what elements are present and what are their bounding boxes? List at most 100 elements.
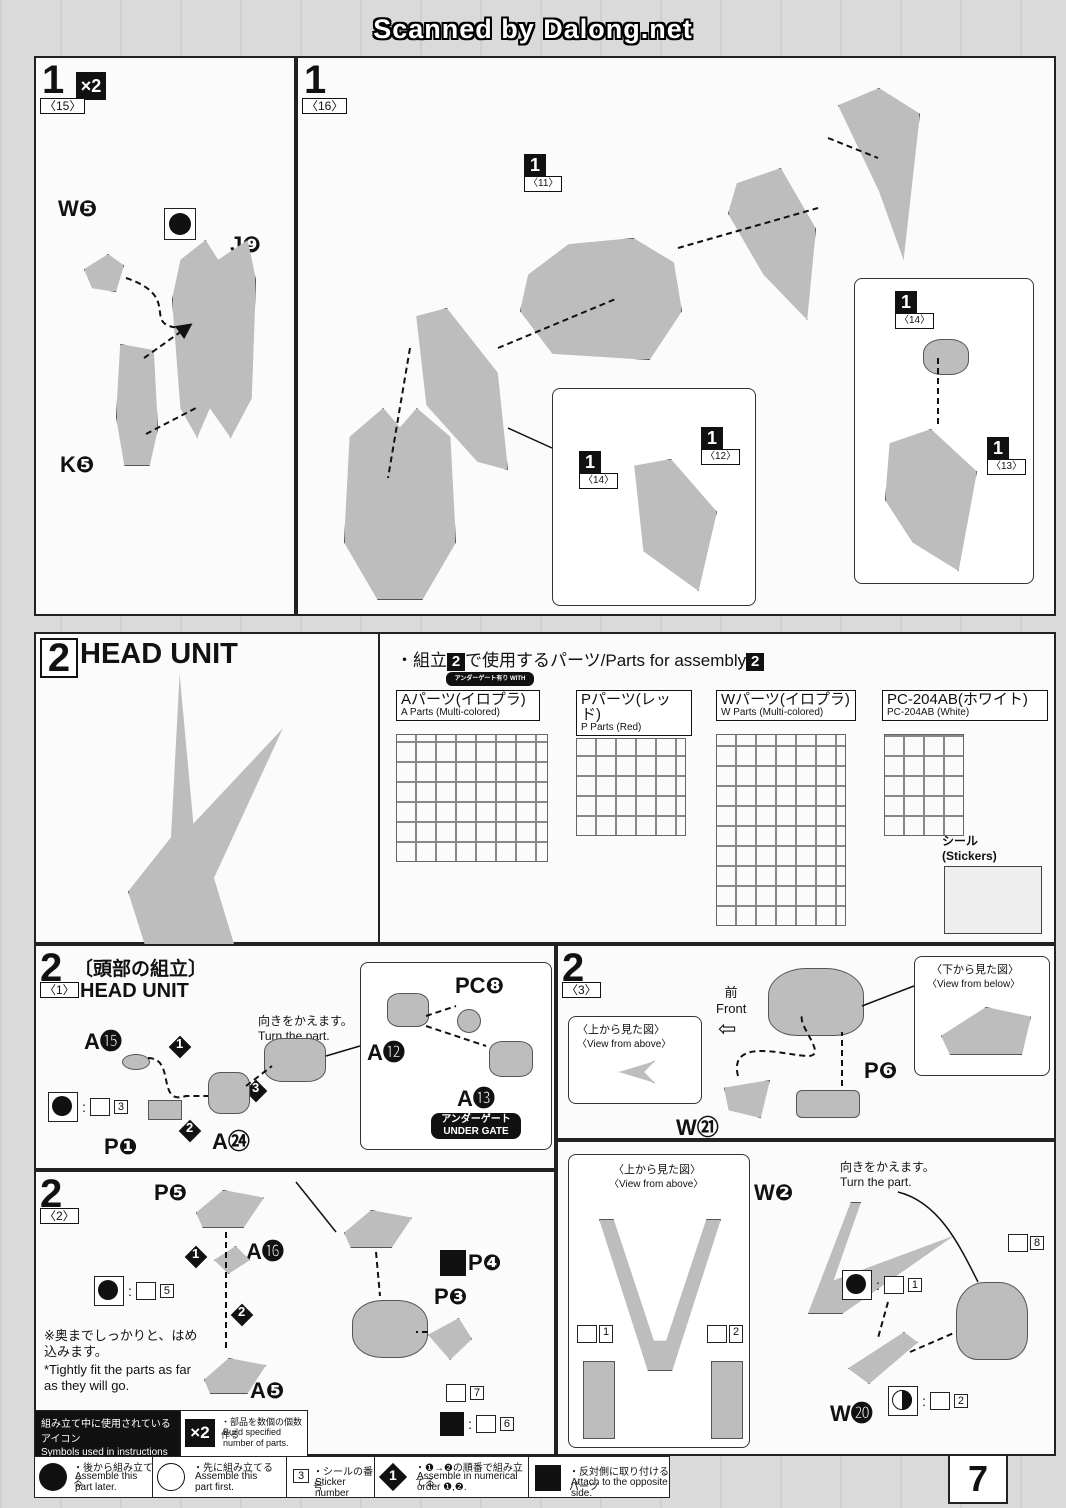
legend-assemble-later: ・後から組み立てる Assemble this part later. bbox=[34, 1456, 154, 1498]
sub-step: 〈16〉 bbox=[302, 98, 348, 114]
sub-step: 〈15〉 bbox=[40, 98, 86, 114]
sticker-1-left: 1 bbox=[577, 1325, 614, 1343]
sticker-number: 3 bbox=[113, 1100, 129, 1114]
sticker-icon bbox=[446, 1384, 466, 1402]
sticker-instruction-8: 8 bbox=[1008, 1234, 1045, 1252]
part-p1 bbox=[148, 1100, 182, 1120]
front-arrow-icon: ⇦ bbox=[718, 1016, 737, 1041]
detail-box-underside: PC❽ A⓬ A⓭ アンダーゲート UNDER GATE bbox=[360, 962, 552, 1150]
legend-multiplier: ×2 ・部品を数個の個数作る Build specified number of… bbox=[180, 1410, 308, 1458]
runner-a bbox=[396, 734, 548, 862]
fit-note: ※奥までしっかりと、はめ込みます。 *Tightly fit the parts… bbox=[44, 1328, 198, 1393]
head-assembly bbox=[264, 1038, 326, 1082]
front-label: 前 Front bbox=[716, 985, 747, 1016]
sticker-number: 7 bbox=[470, 1386, 485, 1400]
assemble-later-icon bbox=[39, 1463, 67, 1491]
under-gate-badge: アンダーゲート UNDER GATE bbox=[431, 1113, 521, 1139]
assemble-later-icon bbox=[94, 1276, 124, 1306]
step-number: 2 bbox=[40, 1172, 63, 1216]
sticker-instruction-2: : 2 bbox=[888, 1386, 969, 1416]
arrows bbox=[147, 1005, 487, 1099]
sheet-pc-label: PC-204AB(ホワイト) PC-204AB (White) bbox=[882, 690, 1048, 721]
opposite-side-p4: P❹ bbox=[440, 1250, 501, 1276]
detail-box-1: 1 〈14〉 1 〈12〉 bbox=[552, 388, 756, 606]
sheet-p-label: Pパーツ(レッド) P Parts (Red) bbox=[576, 690, 692, 736]
sheet-a-label: Aパーツ(イロプラ) A Parts (Multi-colored) bbox=[396, 690, 540, 721]
page-number: 7 bbox=[948, 1454, 1008, 1504]
view-from-above-box: 〈上から見た図〉 〈View from above〉 bbox=[568, 1016, 702, 1104]
part-a24 bbox=[208, 1072, 250, 1114]
assemble-later-icon bbox=[164, 208, 196, 240]
step-title-jp: 〔頭部の組立〕 bbox=[74, 959, 208, 980]
sticker-icon bbox=[929, 1392, 950, 1410]
order-2: 2 bbox=[178, 1119, 202, 1143]
part-a13 bbox=[489, 1041, 533, 1077]
order-1: 1 bbox=[184, 1245, 208, 1269]
step-number: 2 bbox=[40, 946, 63, 990]
arrows bbox=[735, 985, 915, 1086]
sticker-instruction-5: : 5 bbox=[94, 1276, 175, 1306]
sticker-icon bbox=[475, 1415, 496, 1433]
legend-assemble-first: ・先に組み立てる Assemble this part first. bbox=[152, 1456, 288, 1498]
part-label-pc8: PC❽ bbox=[455, 973, 505, 998]
sticker-2-right: 2 bbox=[707, 1325, 744, 1343]
part-pc8 bbox=[457, 1009, 481, 1033]
head-final bbox=[956, 1282, 1028, 1360]
marker-14a: 1 〈14〉 bbox=[579, 451, 619, 489]
sticker-instruction-6: : 6 bbox=[440, 1412, 515, 1436]
right-fin bbox=[711, 1361, 743, 1439]
part-label-a24: A㉔ bbox=[212, 1129, 250, 1154]
legend-sticker-number: 3 ・シールの番号 Sticker number bbox=[286, 1456, 376, 1499]
sticker-icon bbox=[135, 1282, 156, 1300]
left-fin bbox=[583, 1361, 615, 1439]
arrows bbox=[387, 137, 939, 479]
part-label-a13: A⓭ bbox=[457, 1086, 495, 1111]
sticker-icon bbox=[89, 1098, 110, 1116]
part-label-p6: P❻ bbox=[864, 1058, 898, 1083]
part-label-p1: P❶ bbox=[104, 1134, 138, 1159]
detail-box-2: 1 〈14〉 1 〈13〉 bbox=[854, 278, 1034, 584]
arrows bbox=[877, 1191, 979, 1353]
panel-step1-15: 1 ×2 〈15〉 W❺ J❾ K❺ bbox=[34, 56, 296, 616]
step-number: 1 bbox=[42, 58, 65, 102]
panel-step1-16: 1 〈16〉 1 〈11〉 1 〈14〉 1 〈12〉 1 〈14〉 bbox=[296, 56, 1056, 616]
assemble-first-icon bbox=[157, 1463, 185, 1491]
order-3: 3 bbox=[244, 1079, 268, 1103]
multiplier-badge: ×2 bbox=[76, 72, 106, 100]
part-label-w2: W❷ bbox=[754, 1180, 794, 1205]
sticker-instruction-1: : 1 bbox=[842, 1270, 923, 1300]
watermark: Scanned by Dalong.net bbox=[373, 14, 693, 44]
order-icon: 1 bbox=[378, 1462, 408, 1492]
legend-title: 組み立て中に使用されているアイコン Symbols used in instru… bbox=[34, 1410, 182, 1458]
part-label-a5: A❺ bbox=[250, 1378, 285, 1403]
part-a15 bbox=[122, 1054, 150, 1070]
panel-step2-2: 2 〈2〉 P❺ A⓰ A❺ P❸ P❹ 1 2 : 5 7 : 6 ※奥まで bbox=[34, 1170, 556, 1456]
joint-part bbox=[923, 339, 969, 375]
under-gate-badge: アンダーゲート有り WITH UNDER GATES bbox=[446, 672, 534, 696]
sticker-icon bbox=[883, 1276, 904, 1294]
turn-part-note: 向きをかえます。 Turn the part. bbox=[840, 1160, 935, 1189]
sticker-number: 8 bbox=[1030, 1236, 1045, 1250]
panel-step2-4: 〈上から見た図〉 〈View from above〉 1 2 向きをかえます。 … bbox=[556, 1140, 1056, 1456]
sticker-number: 2 bbox=[953, 1394, 969, 1408]
marker-12: 1 〈12〉 bbox=[701, 427, 741, 465]
part-label-p3: P❸ bbox=[434, 1284, 468, 1309]
assemble-later-icon bbox=[842, 1270, 872, 1300]
opposite-side-icon bbox=[440, 1250, 466, 1276]
panel-step2-3: 2 〈3〉 前 Front ⇦ 〈上から見た図〉 〈View from abov… bbox=[556, 944, 1056, 1140]
part-label-a16: A⓰ bbox=[246, 1239, 284, 1264]
head-shell bbox=[768, 968, 864, 1036]
arrows bbox=[125, 277, 197, 435]
part-a12 bbox=[387, 993, 429, 1027]
sticker-number: 5 bbox=[159, 1284, 175, 1298]
sticker-sheet bbox=[944, 866, 1042, 934]
sub-step: 〈2〉 bbox=[40, 1208, 79, 1224]
part-label-a12: A⓬ bbox=[367, 1040, 405, 1065]
legend-numerical-order: 1 ・❶→❷の順番で組み立てる Assemble in numerical or… bbox=[374, 1456, 530, 1498]
opposite-side-icon bbox=[440, 1412, 464, 1436]
part-label-w21: W㉑ bbox=[676, 1115, 719, 1140]
part-label-w5: W❺ bbox=[58, 196, 98, 221]
